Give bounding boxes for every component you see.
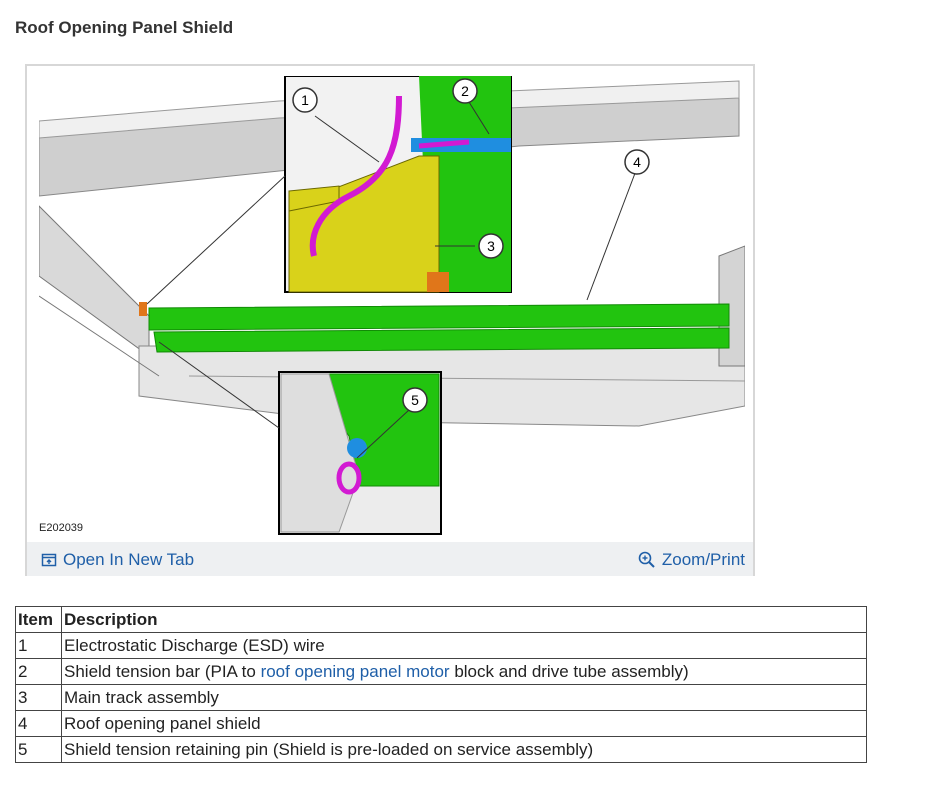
item-number: 4	[15, 710, 62, 737]
svg-text:2: 2	[461, 83, 469, 99]
roof-panel-illustration: 1 2 3 4 5	[39, 76, 745, 535]
item-description: Main track assembly	[61, 684, 867, 711]
table-row: 2 Shield tension bar (PIA to roof openin…	[15, 658, 867, 685]
svg-text:3: 3	[487, 238, 495, 254]
figure-toolbar: Open In New Tab Zoom/Print	[27, 542, 753, 576]
item-description: Shield tension bar (PIA to roof opening …	[61, 658, 867, 685]
item-description: Roof opening panel shield	[61, 710, 867, 737]
item-number: 2	[15, 658, 62, 685]
zoom-print-link[interactable]: Zoom/Print	[638, 550, 745, 570]
figure-frame: 1 2 3 4 5 E202039 Open In New Tab	[25, 64, 755, 576]
item-description: Electrostatic Discharge (ESD) wire	[61, 632, 867, 659]
callout-1: 1	[292, 87, 318, 113]
callout-3: 3	[478, 233, 504, 259]
item-number: 1	[15, 632, 62, 659]
shield-green-lower	[153, 327, 730, 353]
table-row: 5 Shield tension retaining pin (Shield i…	[15, 736, 867, 763]
description-text: Shield tension retaining pin (Shield is …	[64, 739, 594, 759]
description-text: Roof opening panel shield	[64, 713, 261, 733]
item-description: Shield tension retaining pin (Shield is …	[61, 736, 867, 763]
header-description: Description	[61, 606, 867, 633]
inset-top	[284, 76, 512, 293]
callout-5: 5	[402, 387, 428, 413]
description-text: Main track assembly	[64, 687, 219, 707]
figure-id-label: E202039	[39, 522, 84, 534]
item-number: 3	[15, 684, 62, 711]
header-item: Item	[15, 606, 62, 633]
svg-text:4: 4	[633, 154, 641, 170]
zoom-print-label: Zoom/Print	[661, 550, 745, 569]
svg-text:5: 5	[411, 392, 419, 408]
legend-header-row: Item Description	[15, 606, 867, 633]
callout-2: 2	[452, 78, 478, 104]
roof-opening-panel-motor-link[interactable]: roof opening panel motor	[260, 661, 450, 681]
description-text: block and drive tube assembly)	[449, 661, 689, 681]
item-number: 5	[15, 736, 62, 763]
description-text: Shield tension bar (PIA to	[64, 661, 261, 681]
svg-text:1: 1	[301, 92, 309, 108]
open-in-new-tab-icon	[41, 553, 57, 567]
table-row: 1 Electrostatic Discharge (ESD) wire	[15, 632, 867, 659]
open-in-new-tab-label: Open In New Tab	[63, 550, 195, 569]
table-row: 4 Roof opening panel shield	[15, 710, 867, 737]
description-text: Electrostatic Discharge (ESD) wire	[64, 635, 325, 655]
callout-4: 4	[624, 149, 650, 175]
page-title: Roof Opening Panel Shield	[15, 18, 234, 37]
magnifier-plus-icon	[638, 551, 655, 568]
shield-green-upper	[148, 303, 730, 331]
open-in-new-tab-link[interactable]: Open In New Tab	[41, 550, 194, 570]
legend-table: Item Description 1 Electrostatic Dischar…	[15, 606, 867, 763]
table-row: 3 Main track assembly	[15, 684, 867, 711]
roof-frame-left	[39, 205, 150, 357]
